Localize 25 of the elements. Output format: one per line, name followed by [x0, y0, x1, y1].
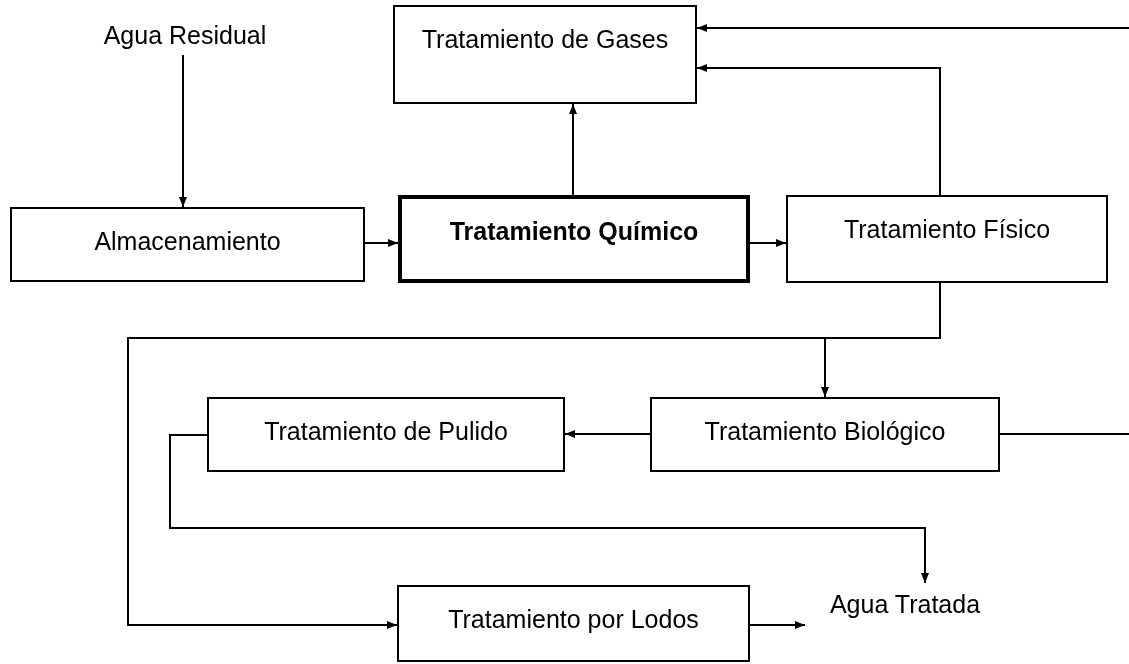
node-label: Tratamiento Químico	[449, 217, 699, 246]
arrow	[749, 239, 787, 247]
node-label: Tratamiento de Gases	[421, 25, 669, 54]
node-label: Tratamiento por Lodos	[448, 605, 699, 634]
process-box	[207, 397, 565, 472]
node-label: Agua Residual	[103, 20, 267, 50]
node-label: Tratamiento Físico	[843, 215, 1051, 244]
node-label: Almacenamiento	[94, 227, 281, 256]
process-box	[397, 585, 750, 662]
arrow	[179, 54, 187, 208]
arrow	[749, 621, 806, 629]
process-box	[786, 195, 1108, 283]
process-box	[650, 397, 1000, 472]
process-box	[10, 207, 365, 282]
process-box	[398, 195, 750, 283]
node-label: Tratamiento de Pulido	[264, 417, 508, 446]
arrow	[696, 64, 941, 196]
node-label: Tratamiento Biológico	[704, 417, 946, 446]
arrow	[169, 434, 929, 584]
arrow	[564, 430, 651, 438]
arrow	[569, 103, 577, 196]
node-label: Agua Tratada	[829, 589, 981, 619]
process-box	[393, 5, 697, 104]
arrow	[696, 24, 1129, 32]
arrow	[364, 239, 399, 247]
